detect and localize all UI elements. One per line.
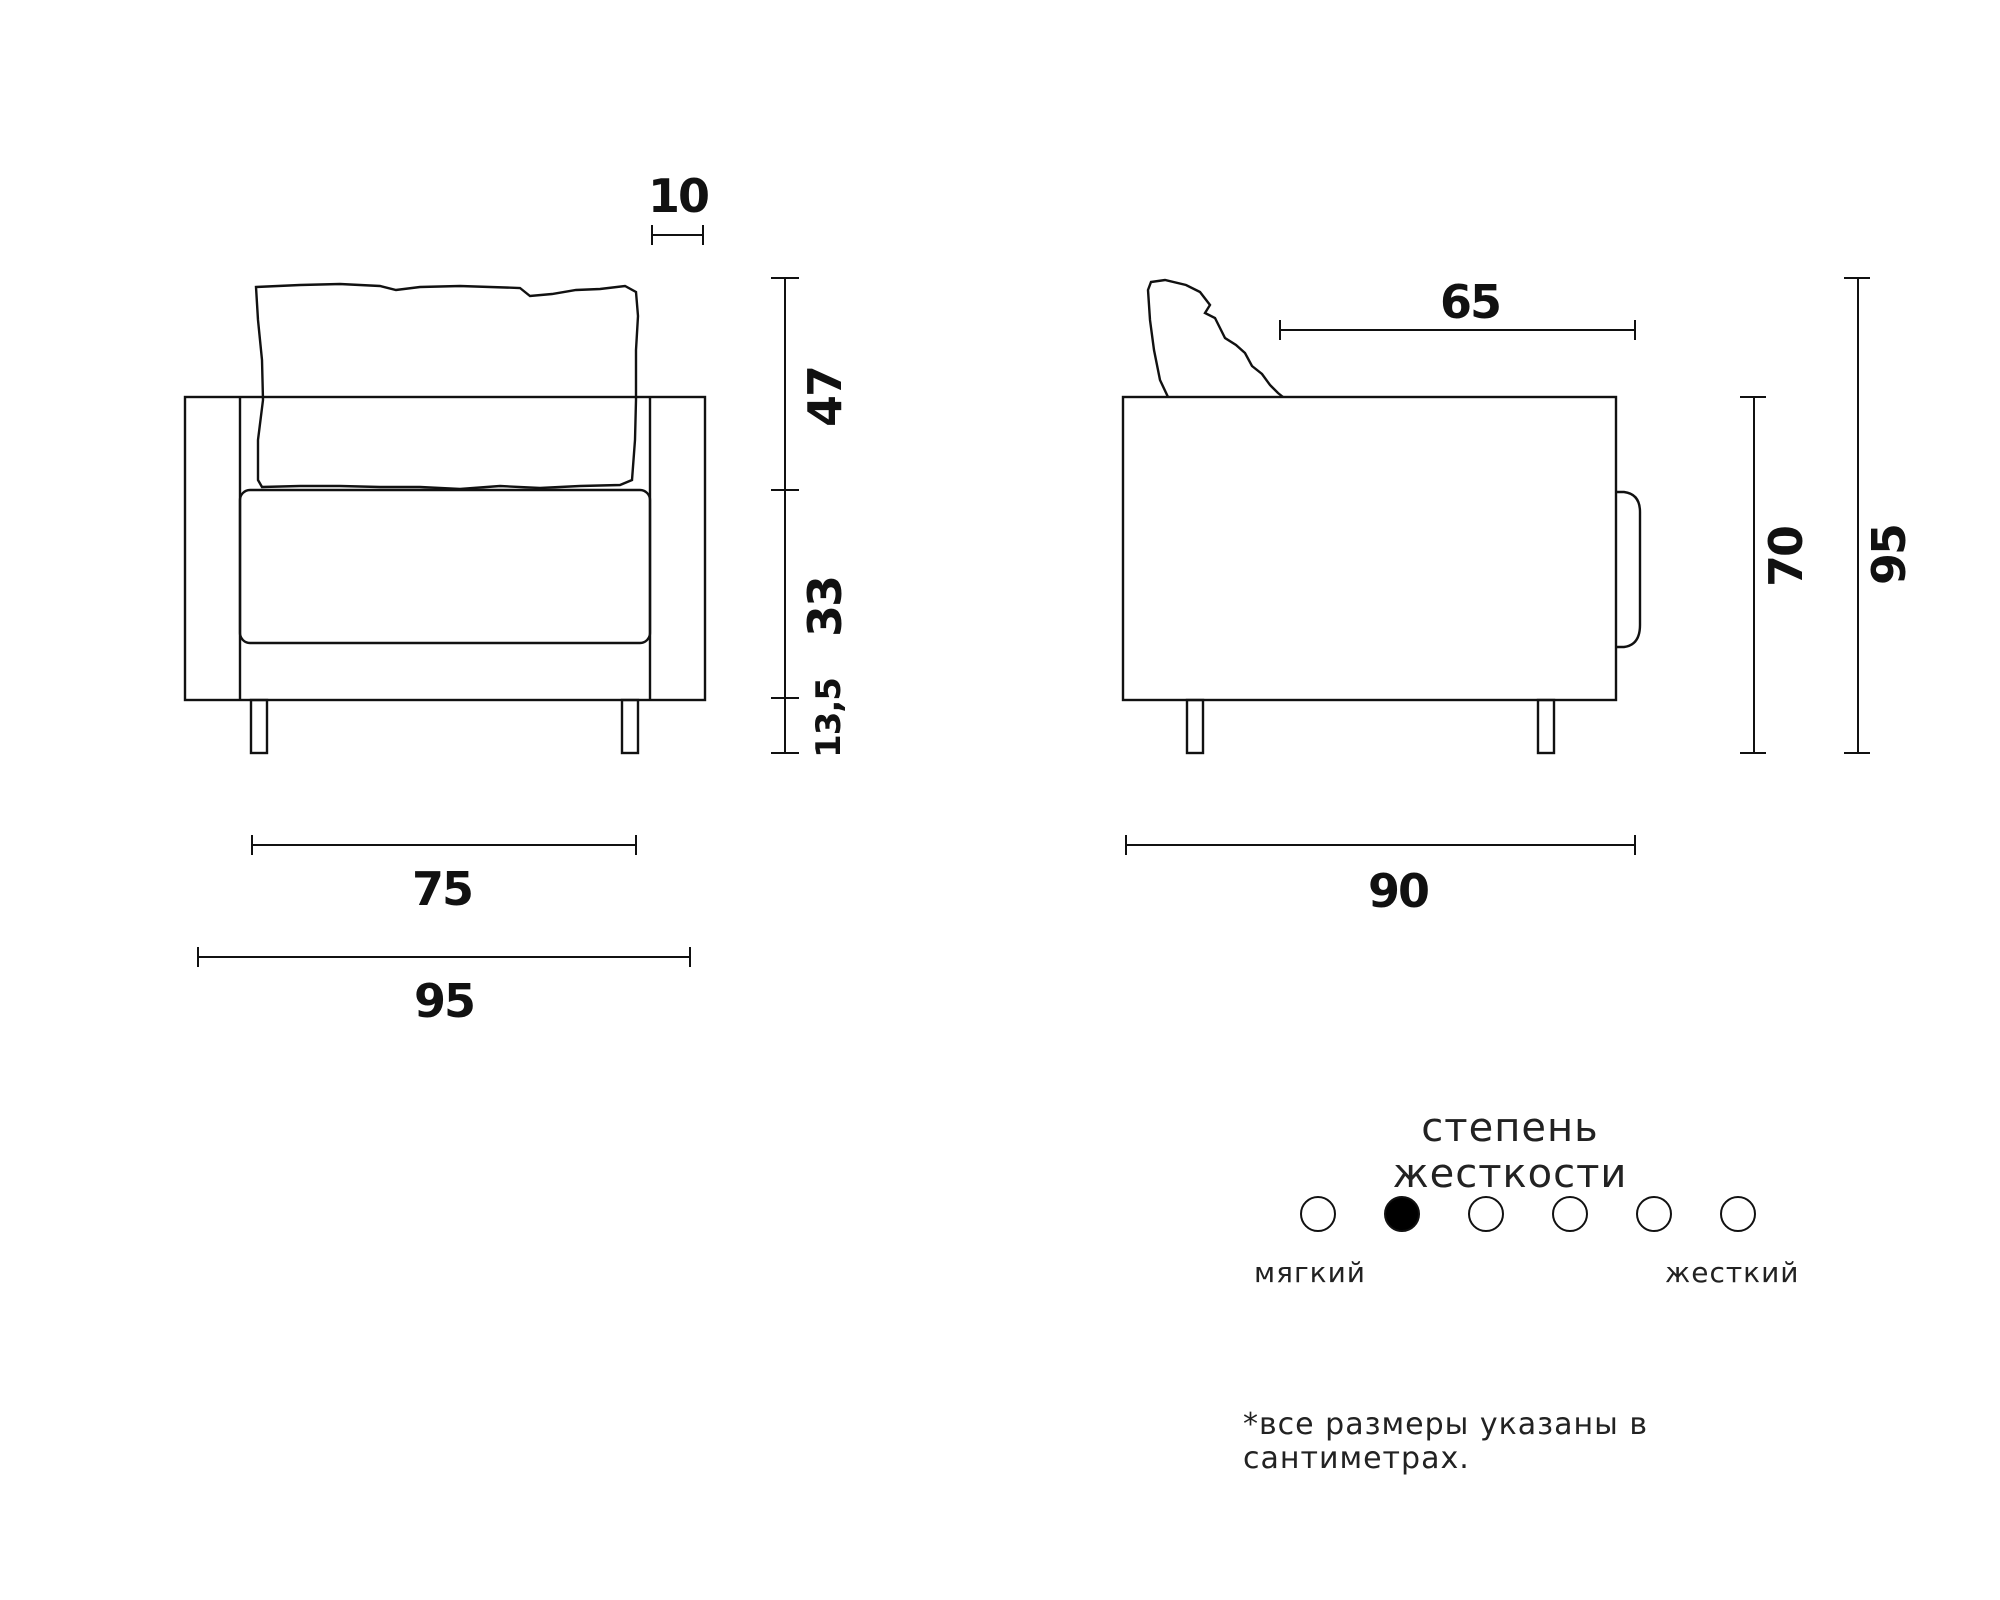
front-leg-left (249, 698, 269, 755)
firmness-level-1 (1300, 1196, 1336, 1232)
dim-total-height-label: 95 (1862, 525, 1916, 585)
dim-leg-height-label: 13,5 (809, 678, 849, 758)
side-back-cushion (1146, 278, 1284, 398)
firmness-min-label: мягкий (1254, 1256, 1366, 1289)
side-arm-profile (1616, 490, 1642, 649)
firmness-title: степень жесткости (1392, 1105, 1628, 1197)
dim-total-height: 95 (1844, 277, 1916, 754)
side-view: 65 90 70 95 (1121, 275, 1916, 918)
dim-arm-width: 10 (648, 169, 710, 245)
dim-total-width-label: 95 (414, 974, 474, 1028)
dim-seat-width-label: 75 (412, 862, 472, 916)
dim-seat-width: 75 (251, 835, 637, 916)
front-view: 10 47 33 13,5 75 95 (183, 169, 852, 1028)
dim-body-height: 70 (1740, 396, 1813, 754)
dim-seat-depth: 65 (1279, 275, 1636, 340)
firmness-max-label: жесткий (1665, 1256, 1800, 1289)
firmness-scale (1280, 1196, 1756, 1240)
front-back-cushion (254, 282, 640, 491)
dim-seat-height-label: 33 (798, 577, 852, 637)
front-body (183, 395, 707, 702)
firmness-level-6 (1720, 1196, 1756, 1232)
firmness-level-5 (1636, 1196, 1672, 1232)
front-seat-cushion (238, 488, 652, 645)
dim-seat-depth-label: 65 (1440, 275, 1500, 329)
dim-total-depth: 90 (1125, 835, 1636, 918)
firmness-level-2 (1384, 1196, 1420, 1232)
side-body (1121, 395, 1618, 702)
side-leg-front (1185, 698, 1205, 755)
front-leg-right (620, 698, 640, 755)
dim-total-width: 95 (197, 947, 691, 1028)
dim-body-height-label: 70 (1759, 527, 1813, 587)
dim-front-height-chain: 47 33 13,5 (771, 277, 852, 758)
dim-total-depth-label: 90 (1368, 864, 1428, 918)
dim-arm-width-label: 10 (648, 169, 708, 223)
firmness-level-4 (1552, 1196, 1588, 1232)
units-note: *все размеры указаны в сантиметрах. (1243, 1407, 1649, 1476)
side-leg-back (1536, 698, 1556, 755)
dim-back-height-label: 47 (798, 367, 852, 427)
firmness-level-3 (1468, 1196, 1504, 1232)
